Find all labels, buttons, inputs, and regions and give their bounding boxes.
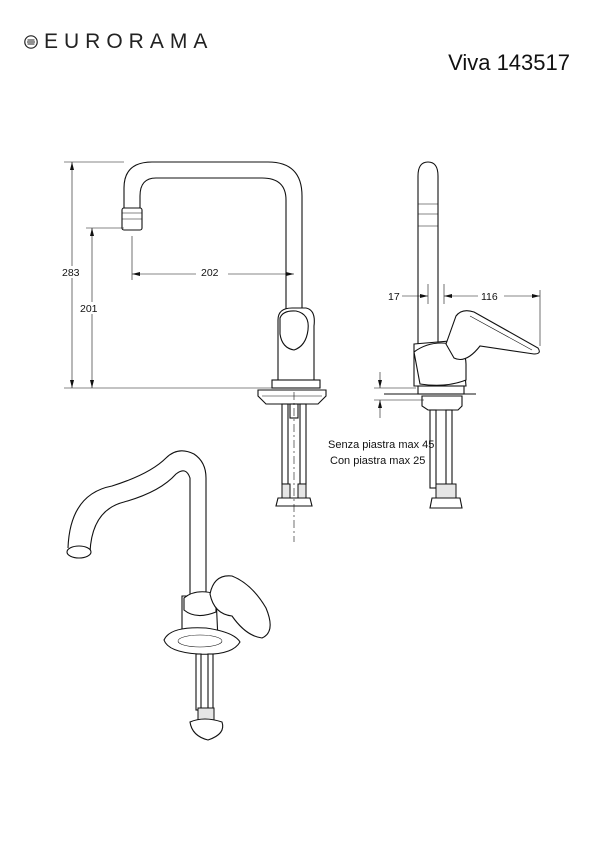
dim-total-height: 283 bbox=[62, 267, 80, 279]
note-with-plate: Con piastra max 25 bbox=[330, 455, 425, 467]
dim-spout-height: 201 bbox=[80, 303, 98, 315]
dim-spout-reach: 202 bbox=[201, 267, 219, 279]
dim-handle-reach: 116 bbox=[481, 291, 498, 303]
side-view bbox=[374, 161, 541, 509]
model-title: Viva 143517 bbox=[448, 50, 570, 75]
isometric-view bbox=[66, 450, 271, 741]
brand-name: EURORAMA bbox=[44, 30, 214, 53]
dim-side-offset: 17 bbox=[388, 291, 400, 303]
brand-logo: EURORAMA bbox=[24, 30, 213, 54]
eurorama-logo-icon bbox=[24, 35, 38, 49]
note-without-plate: Senza piastra max 45 bbox=[328, 439, 434, 451]
front-view bbox=[64, 161, 327, 542]
